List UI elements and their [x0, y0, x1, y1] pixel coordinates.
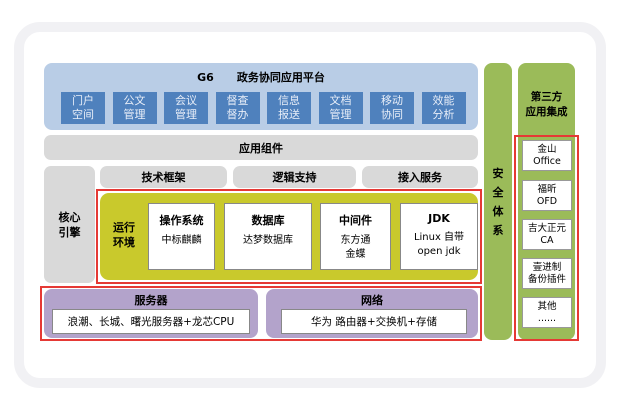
third-party-item: 福昕 OFD — [522, 180, 572, 211]
runtime-item-title: 中间件 — [339, 214, 372, 227]
runtime-item-desc: 达梦数据库 — [243, 235, 293, 246]
runtime-item-desc: Linux 自带 open jdk — [413, 232, 465, 257]
app-components-bar: 应用组件 — [44, 135, 478, 160]
runtime-item-title: JDK — [428, 212, 450, 225]
module-item: 督查 督办 — [215, 92, 260, 124]
runtime-item-desc: 东方通 金蝶 — [340, 235, 371, 260]
network-desc: 华为 路由器+交换机+存储 — [281, 309, 467, 334]
runtime-item: 中间件东方通 金蝶 — [320, 203, 391, 270]
module-item: 会议 管理 — [164, 92, 208, 124]
module-item: 效能 分析 — [421, 92, 466, 124]
logic-support: 逻辑支持 — [233, 166, 356, 188]
module-item: 门户 空间 — [61, 92, 105, 124]
runtime-item: JDK Linux 自带 open jdk — [400, 203, 478, 270]
tech-framework: 技术框架 — [100, 166, 227, 188]
infra-highlight — [40, 286, 482, 341]
server-title: 服务器 — [134, 294, 168, 307]
third-party-item: 其他 ...... — [522, 297, 572, 328]
third-party-item: 金山 Office — [522, 140, 572, 171]
runtime-item: 数据库达梦数据库 — [224, 203, 312, 270]
platform-title: G6 政务协同应用平台 — [197, 71, 325, 84]
module-item: 公文 管理 — [112, 92, 157, 124]
runtime-item: 操作系统中标麒麟 — [148, 203, 215, 270]
third-party-highlight — [514, 135, 579, 341]
core-engine: 核心 引擎 — [44, 166, 95, 283]
runtime-item-title: 数据库 — [251, 214, 285, 227]
third-party-item: 壹进制 备份插件 — [522, 258, 572, 289]
runtime-item-title: 操作系统 — [159, 214, 204, 227]
third-party-title: 第三方 应用集成 — [525, 91, 568, 118]
security-system: 安 全 体 系 — [484, 63, 512, 340]
server-desc: 浪潮、长城、曙光服务器+龙芯CPU — [52, 309, 250, 334]
outer-frame — [14, 22, 606, 388]
module-item: 移动 协同 — [370, 92, 414, 124]
runtime-label: 运行 环境 — [113, 221, 135, 249]
network-title: 网络 — [361, 294, 383, 307]
runtime-highlight — [96, 189, 482, 284]
third-party-item: 吉大正元 CA — [522, 219, 572, 250]
module-item: 信息 报送 — [267, 92, 311, 124]
access-service: 接入服务 — [362, 166, 478, 188]
module-item: 文档 管理 — [318, 92, 363, 124]
runtime-item-desc: 中标麒麟 — [161, 235, 202, 246]
